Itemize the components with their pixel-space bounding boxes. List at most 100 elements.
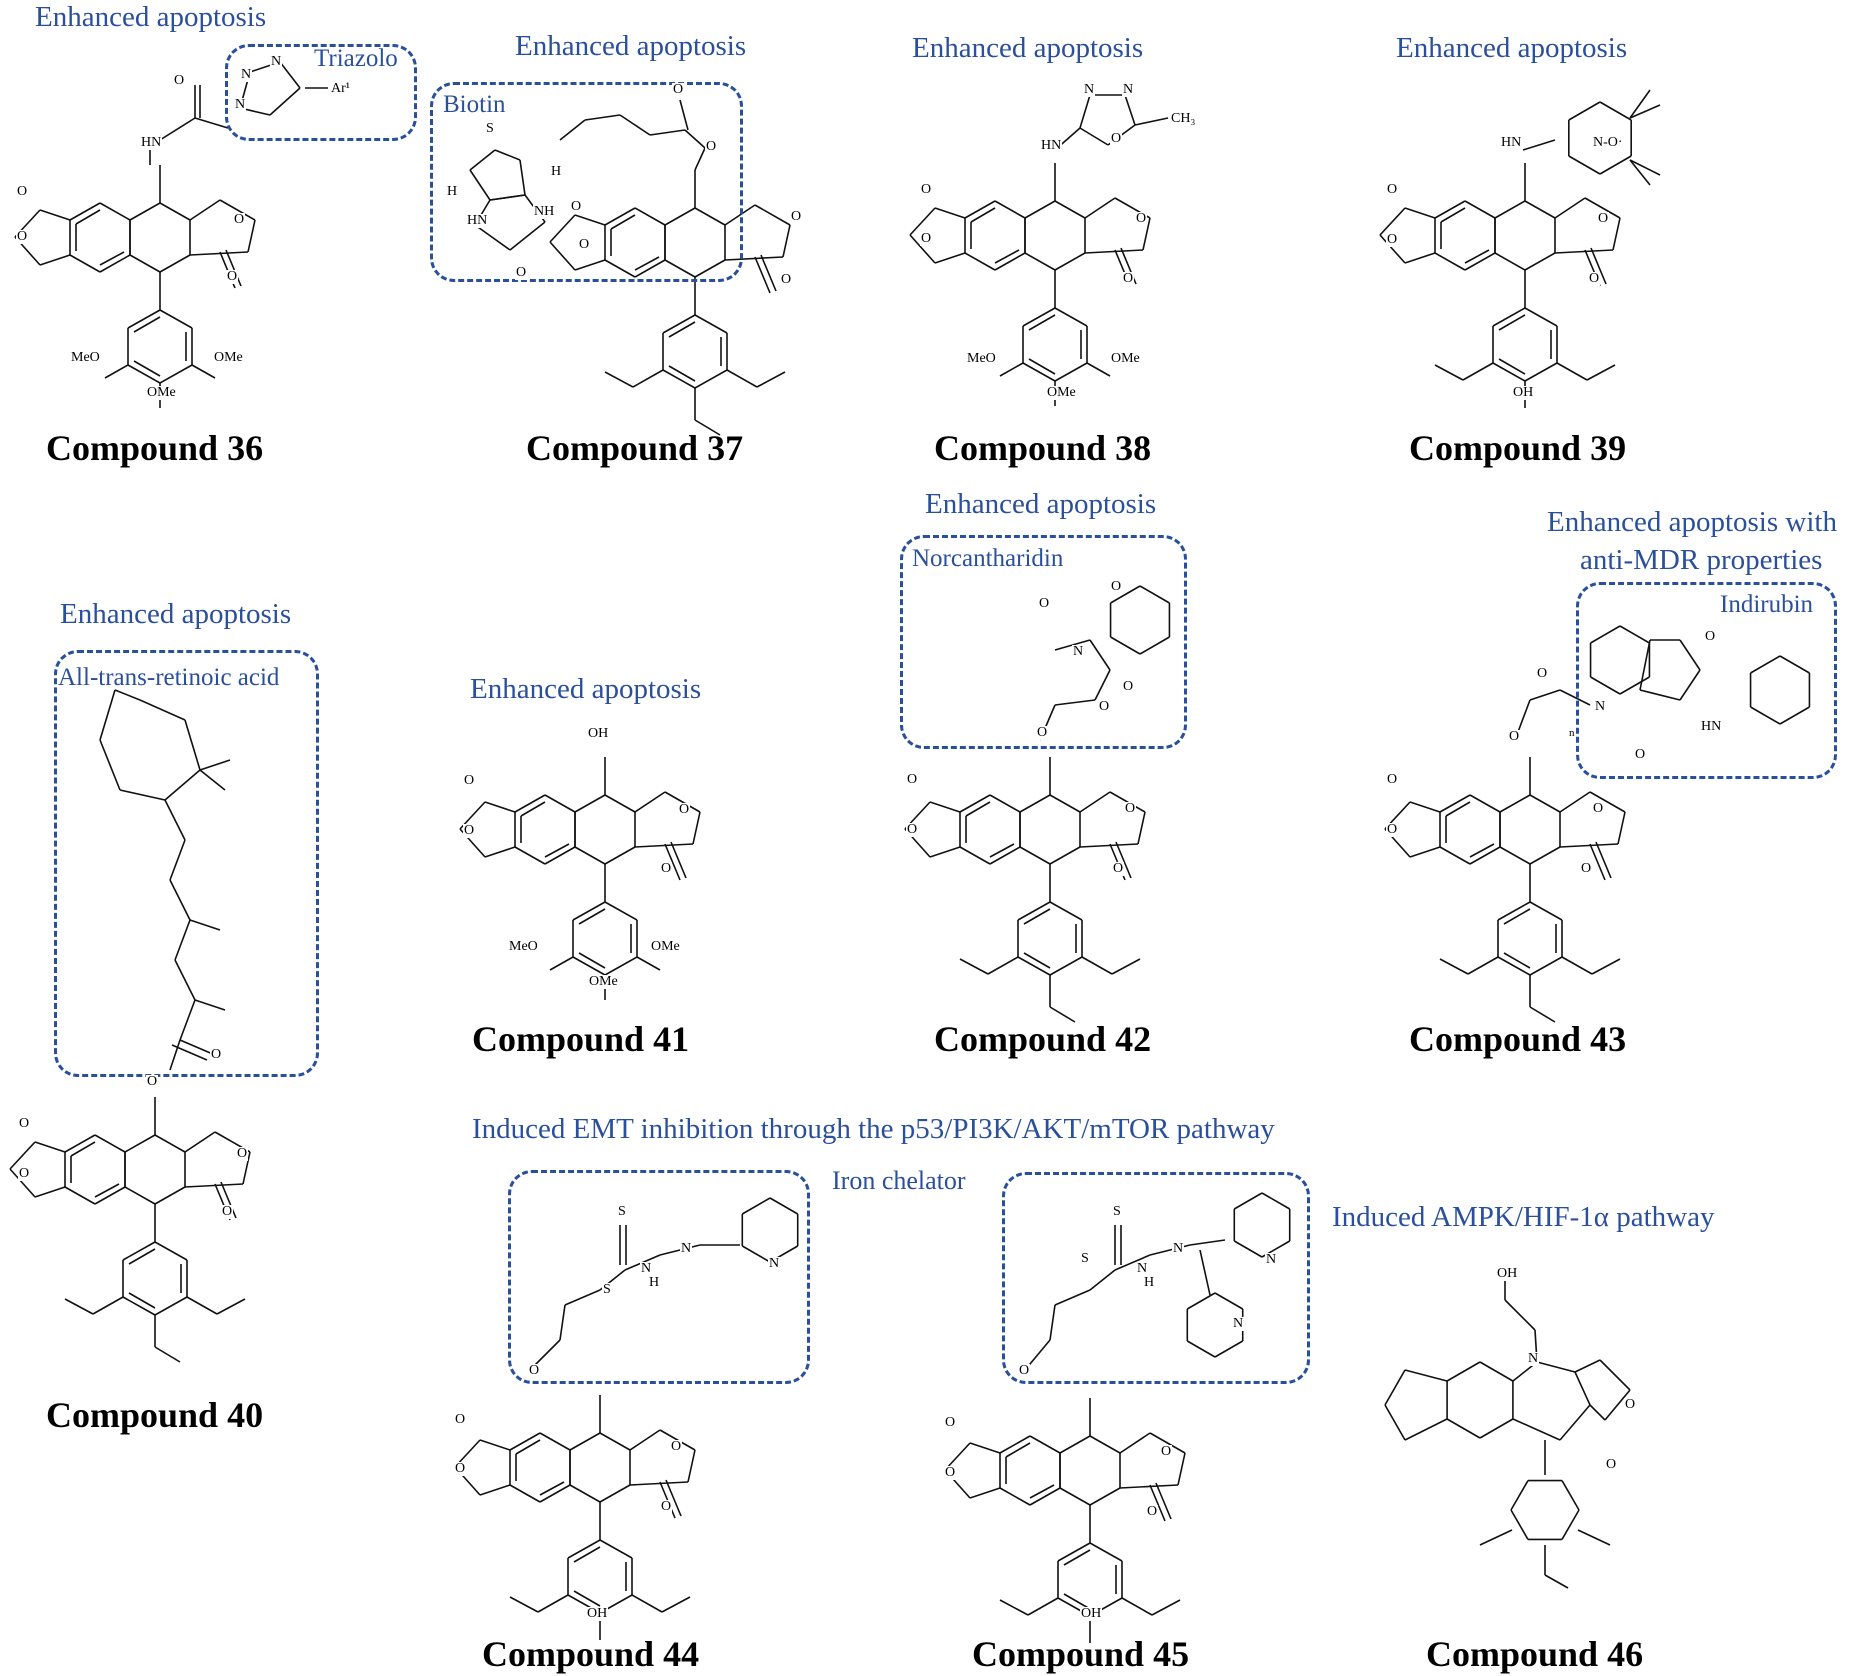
double-bond bbox=[1023, 908, 1051, 925]
dioxole-ring bbox=[934, 252, 966, 264]
atom-44-oh: OH bbox=[586, 1606, 609, 1621]
double-bond bbox=[1503, 908, 1531, 925]
atom-40-o1: O bbox=[18, 1116, 31, 1131]
atom-43-n-sub: n bbox=[1568, 727, 1576, 739]
dioxole-ring bbox=[909, 234, 936, 264]
atom-45-oh: OH bbox=[1080, 1606, 1103, 1621]
dioxole-ring bbox=[34, 1186, 66, 1198]
atom-37-o3: O bbox=[570, 199, 583, 214]
trimethoxyphenyl-ring bbox=[159, 364, 193, 384]
aromatic-ring bbox=[514, 846, 546, 865]
dioxole-ring bbox=[909, 207, 936, 236]
dioxole-ring bbox=[479, 1484, 511, 1496]
atom-45-o2: O bbox=[944, 1465, 957, 1480]
trimethoxyphenyl-ring bbox=[1089, 1542, 1123, 1562]
atom-37-urea-o: O bbox=[515, 265, 528, 280]
trimethoxyphenyl-ring bbox=[662, 369, 696, 389]
trimethoxyphenyl-ring bbox=[1561, 1509, 1580, 1540]
atom-45-o4: O bbox=[1146, 1504, 1159, 1519]
atom-42-ester-o: O bbox=[1098, 699, 1111, 714]
methoxy-bond bbox=[509, 1596, 539, 1613]
methoxy-bond bbox=[1151, 1599, 1181, 1616]
atom-38-n2: N bbox=[1122, 82, 1135, 97]
atom-46-oh: OH bbox=[1496, 1266, 1519, 1281]
aromatic-ring bbox=[1464, 200, 1496, 219]
atom-36-amide-o: O bbox=[173, 73, 186, 88]
benzo-ring bbox=[1479, 1361, 1514, 1382]
dioxole-ring bbox=[1404, 252, 1436, 264]
atom-38-o5: O bbox=[1122, 271, 1135, 286]
polyene-chain bbox=[174, 959, 196, 1001]
indole-ring-a bbox=[1619, 625, 1650, 644]
double-bond bbox=[1028, 358, 1056, 375]
atom-38-ome2: OMe bbox=[1046, 385, 1077, 400]
aromatic-ring bbox=[1464, 252, 1496, 271]
dioxole-ring bbox=[39, 254, 71, 266]
lactone-ring bbox=[1584, 197, 1621, 219]
methoxy-bond bbox=[1439, 958, 1469, 975]
aromatic-ring bbox=[509, 1432, 541, 1451]
cyclohexane-ring bbox=[569, 1432, 601, 1451]
piperidine-ring bbox=[1599, 101, 1632, 121]
aromatic-ring bbox=[1434, 252, 1466, 271]
atom-37-nh: NH bbox=[533, 204, 556, 219]
thiophane-ring bbox=[469, 149, 496, 171]
atom-38-ome1: OMe bbox=[1110, 351, 1141, 366]
methoxy-bond bbox=[756, 371, 786, 388]
ester-chain bbox=[1089, 639, 1111, 671]
cyclohexane-ring bbox=[129, 202, 161, 221]
atom-41-o3: O bbox=[678, 802, 691, 817]
atom-44-o2: O bbox=[454, 1461, 467, 1476]
cyclopentane-ring bbox=[1384, 1369, 1406, 1406]
double-bond bbox=[539, 1481, 565, 1496]
pyridine-ring-a bbox=[1233, 1192, 1263, 1210]
thiophane-ring bbox=[494, 149, 521, 161]
dioxole-ring bbox=[969, 1487, 1001, 1499]
atom-41-o2: O bbox=[463, 823, 476, 838]
cyclohexane-ring bbox=[1524, 200, 1556, 219]
aromatic-ring bbox=[94, 1134, 126, 1153]
aromatic-ring bbox=[994, 252, 1026, 271]
methoxy-bond bbox=[64, 1298, 94, 1315]
cyclohexane-ring bbox=[664, 207, 696, 226]
lactone-ring bbox=[1559, 843, 1619, 848]
atom-44-n1: N bbox=[640, 1261, 653, 1276]
dioxole-ring bbox=[1409, 846, 1441, 858]
pyridine-ring-b bbox=[1214, 1340, 1244, 1358]
note-39: Enhanced apoptosis bbox=[1396, 32, 1628, 64]
cyclohexane-ring bbox=[124, 1134, 156, 1153]
chelator-chain bbox=[564, 1289, 601, 1306]
methoxy-bond bbox=[959, 958, 989, 975]
atom-45-pyr-n1: N bbox=[1265, 1252, 1278, 1267]
atom-36-ome2: OMe bbox=[146, 385, 177, 400]
chelator-chain bbox=[1189, 1239, 1226, 1246]
double-bond bbox=[133, 360, 161, 377]
lactone-ring bbox=[184, 1183, 244, 1188]
note-42: Enhanced apoptosis bbox=[925, 488, 1157, 520]
valeryl-chain bbox=[584, 114, 621, 121]
trimethoxyphenyl-ring bbox=[1049, 901, 1083, 921]
valeryl-chain bbox=[649, 129, 686, 136]
cyclohexane-ring bbox=[1024, 200, 1056, 219]
trimethoxyphenyl-ring bbox=[604, 956, 638, 976]
lactone-ring bbox=[782, 224, 791, 258]
polyene-chain bbox=[169, 879, 191, 921]
methyl-bond bbox=[1134, 117, 1169, 126]
atom-45-s1: S bbox=[1112, 1204, 1122, 1219]
lactone-ring bbox=[629, 1481, 689, 1486]
aromatic-ring bbox=[634, 207, 666, 226]
lactone-ring bbox=[629, 1429, 661, 1451]
compound-label-36: Compound 36 bbox=[46, 428, 264, 468]
dioxole-ring bbox=[9, 1168, 36, 1198]
aromatic-ring bbox=[1029, 1435, 1061, 1454]
atom-42-o-link: O bbox=[1036, 725, 1049, 740]
aromatic-ring bbox=[604, 207, 636, 226]
lactone-ring bbox=[189, 199, 221, 221]
double-bond bbox=[94, 1183, 120, 1198]
atom-40-o-link: O bbox=[146, 1074, 159, 1089]
note-46: Induced AMPK/HIF-1α pathway bbox=[1332, 1201, 1715, 1233]
atom-37-o5: O bbox=[790, 209, 803, 224]
cyclohexene-ring bbox=[184, 719, 201, 771]
methoxy-bond bbox=[632, 369, 664, 388]
methoxy-bond bbox=[1544, 1574, 1569, 1589]
